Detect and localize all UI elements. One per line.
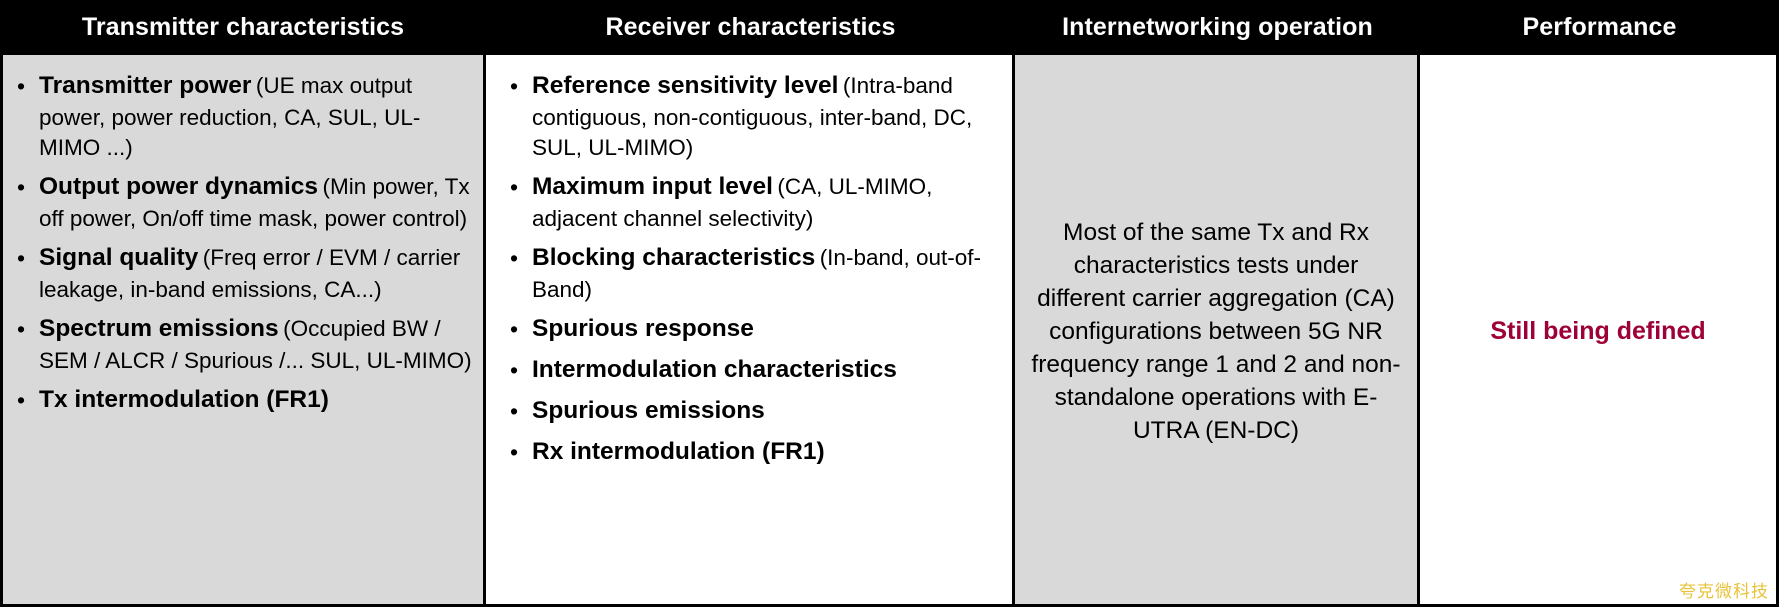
list-item: • Output power dynamics (Min power, Tx o…: [17, 170, 475, 234]
column-header-internetworking-label: Internetworking operation: [1062, 13, 1373, 41]
list-item-title: Tx intermodulation (FR1): [39, 386, 329, 413]
bullet-icon: •: [17, 245, 26, 271]
cell-internetworking-operation: Most of the same Tx and Rx characteristi…: [1015, 55, 1420, 607]
list-item-title: Reference sensitivity level: [532, 72, 839, 99]
performance-wrap: Still being defined: [1420, 55, 1776, 604]
bullet-icon: •: [17, 73, 26, 99]
list-item: • Intermodulation characteristics: [510, 353, 1006, 387]
list-item-subtitle: (Intra-band contiguous, non-contiguous, …: [532, 73, 973, 160]
bullet-icon: •: [17, 316, 26, 342]
transmitter-bullet-list: • Transmitter power (UE max output power…: [3, 55, 483, 417]
bullet-icon: •: [510, 357, 519, 383]
receiver-bullet-list: • Reference sensitivity level (Intra-ban…: [486, 55, 1012, 469]
column-header-receiver-label: Receiver characteristics: [605, 13, 896, 41]
column-header-receiver: Receiver characteristics: [486, 0, 1015, 55]
list-item-title: Signal quality: [39, 244, 199, 271]
column-header-transmitter-label: Transmitter characteristics: [81, 13, 405, 41]
list-item-subtitle: (Occupied BW / SEM / ALCR / Spurious /..…: [39, 316, 472, 373]
column-header-internetworking: Internetworking operation: [1015, 0, 1420, 55]
list-item: • Spectrum emissions (Occupied BW / SEM …: [17, 312, 475, 376]
list-item: • Reference sensitivity level (Intra-ban…: [510, 69, 1006, 163]
list-item-title: Maximum input level: [532, 173, 773, 200]
list-item-title: Intermodulation characteristics: [532, 356, 897, 383]
column-header-performance-label: Performance: [1522, 13, 1677, 41]
list-item-subtitle: (Freq error / EVM / carrier leakage, in-…: [39, 245, 461, 302]
list-item-title: Spurious response: [532, 315, 754, 342]
column-header-performance: Performance: [1420, 0, 1779, 55]
list-item-title: Blocking characteristics: [532, 244, 816, 271]
bullet-icon: •: [510, 439, 519, 465]
bullet-icon: •: [510, 73, 519, 99]
list-item: • Signal quality (Freq error / EVM / car…: [17, 241, 475, 305]
bullet-icon: •: [510, 398, 519, 424]
list-item-subtitle: (UE max output power, power reduction, C…: [39, 73, 421, 160]
list-item: • Spurious emissions: [510, 394, 1006, 428]
internetworking-paragraph: Most of the same Tx and Rx characteristi…: [1031, 218, 1401, 444]
bullet-icon: •: [510, 316, 519, 342]
list-item-subtitle: (In-band, out-of-Band): [532, 245, 982, 302]
bullet-icon: •: [510, 245, 519, 271]
bullet-icon: •: [17, 174, 26, 200]
bullet-icon: •: [510, 174, 519, 200]
cell-transmitter-characteristics: • Transmitter power (UE max output power…: [0, 55, 486, 607]
list-item-title: Spurious emissions: [532, 397, 765, 424]
list-item: • Blocking characteristics (In-band, out…: [510, 241, 1006, 305]
list-item: • Tx intermodulation (FR1): [17, 383, 475, 417]
table-body-row: • Transmitter power (UE max output power…: [0, 55, 1779, 607]
list-item-title: Transmitter power: [39, 72, 252, 99]
bullet-icon: •: [17, 387, 26, 413]
column-header-transmitter: Transmitter characteristics: [0, 0, 486, 55]
list-item-title: Output power dynamics: [39, 173, 319, 200]
list-item-subtitle: (Min power, Tx off power, On/off time ma…: [39, 174, 470, 231]
cell-receiver-characteristics: • Reference sensitivity level (Intra-ban…: [486, 55, 1015, 607]
list-item: • Spurious response: [510, 312, 1006, 346]
list-item: • Maximum input level (CA, UL-MIMO, adja…: [510, 170, 1006, 234]
internetworking-paragraph-wrap: Most of the same Tx and Rx characteristi…: [1015, 55, 1417, 604]
cell-performance: Still being defined: [1420, 55, 1779, 607]
list-item-title: Spectrum emissions: [39, 315, 279, 342]
list-item-title: Rx intermodulation (FR1): [532, 438, 825, 465]
table-header-row: Transmitter characteristics Receiver cha…: [0, 0, 1779, 55]
performance-status-text: Still being defined: [1490, 316, 1706, 345]
list-item: • Transmitter power (UE max output power…: [17, 69, 475, 163]
list-item-subtitle: (CA, UL-MIMO, adjacent channel selectivi…: [532, 174, 933, 231]
list-item: • Rx intermodulation (FR1): [510, 435, 1006, 469]
